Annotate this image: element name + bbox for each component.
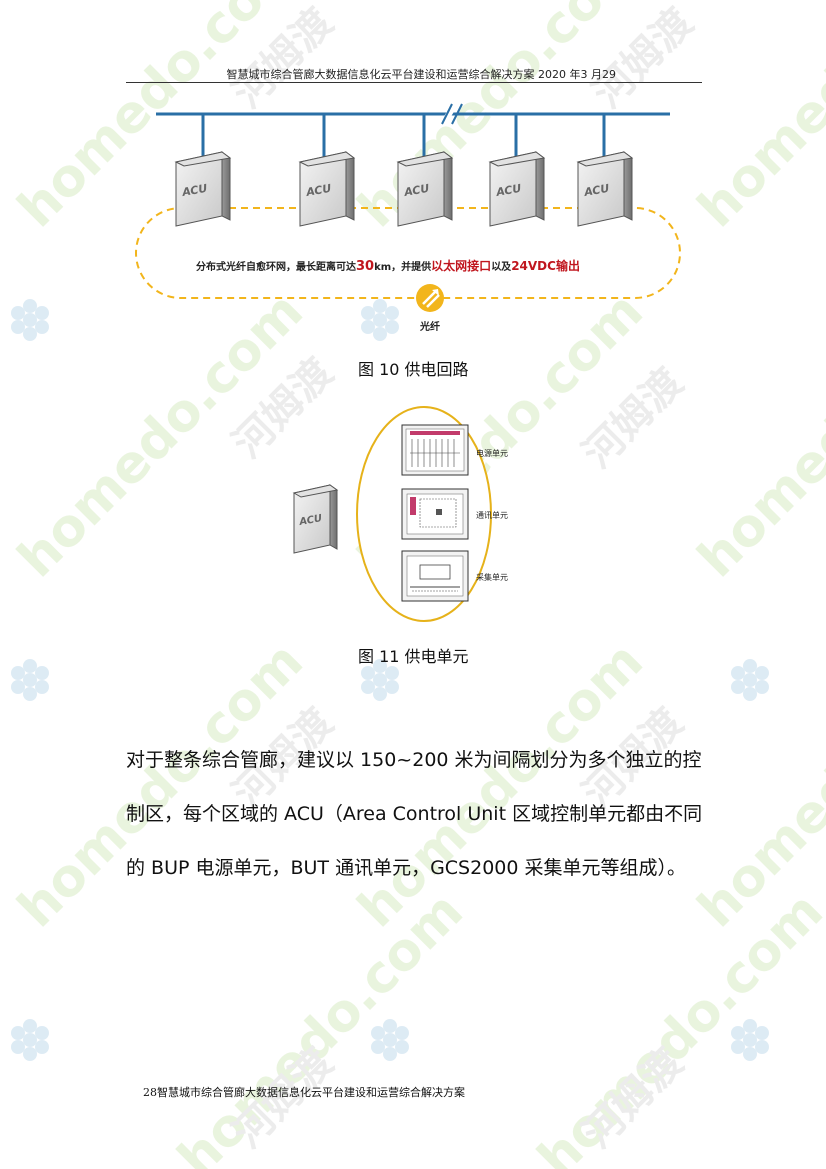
page-header: 智慧城市综合管廊大数据信息化云平台建设和运营综合解决方案 2020 年3 月29 [126,64,702,83]
acu-label: ACU [298,513,323,528]
watermark-text: homedo.com [167,881,475,1169]
acu-box: ACU [175,151,231,227]
acu-box: ACU [489,151,545,227]
break-mark [441,103,453,125]
fiber-label: 光纤 [419,320,440,333]
header-text: 智慧城市综合管廊大数据信息化云平台建设和运营综合解决方案 2020 年3 月29 [226,68,616,81]
ring-description: 分布式光纤自愈环网，最长距离可达30km，并提供以太网接口以及24VDC输出 [196,258,580,274]
power-unit-panel [401,424,469,476]
acu-box: ACU [577,151,633,227]
figure-10-caption: 图 10 供电回路 [358,360,469,379]
watermark-text: homedo.com [687,631,826,939]
fiber-ring [135,207,681,299]
figure-11-caption: 图 11 供电单元 [358,647,469,666]
page-footer: 28智慧城市综合管廊大数据信息化云平台建设和运营综合解决方案 [143,1086,465,1099]
acu-label: ACU [304,182,332,199]
acu-label: ACU [582,182,610,199]
acquisition-unit-panel [401,550,469,602]
power-unit-label: 电源单元 [476,448,508,458]
watermark-text: homedo.com [687,0,826,239]
comm-unit-panel [401,488,469,540]
ring-text-highlight: 以太网接口 [431,258,491,273]
acu-box: ACU [292,484,339,554]
acu-label: ACU [180,182,208,199]
acu-label: ACU [402,182,430,199]
body-paragraph: 对于整条综合管廊，建议以 150~200 米为间隔划分为多个独立的控制区，每个区… [126,749,703,879]
ring-text-part: 分布式光纤自愈环网，最长距离可达 [196,260,356,273]
fiber-optic-icon [416,284,444,312]
watermark-text: homedo.com [527,881,826,1169]
ring-text-highlight: 30 [356,259,374,274]
comm-unit-label: 通讯单元 [476,510,508,520]
watermark-text: 河姆渡 [575,1040,692,1157]
figure-11-diagram: ACU 电源单元 通讯单元 采集单元 [292,406,508,622]
ring-text-part: 以及 [491,261,512,273]
break-mark [451,103,463,125]
acu-box: ACU [397,151,453,227]
acquisition-unit-label: 采集单元 [476,572,508,582]
figure-10-diagram: ACU ACU ACU ACU ACU 分布式光纤自愈环网，最长距离可达30km… [135,103,681,333]
acu-label: ACU [494,182,522,199]
acu-box: ACU [299,151,355,227]
watermark-text: homedo.com [687,281,826,589]
ring-text-highlight: 24VDC输出 [511,258,580,273]
watermark-text: 河姆渡 [575,360,692,477]
ring-text-part: km，并提供 [374,260,431,273]
